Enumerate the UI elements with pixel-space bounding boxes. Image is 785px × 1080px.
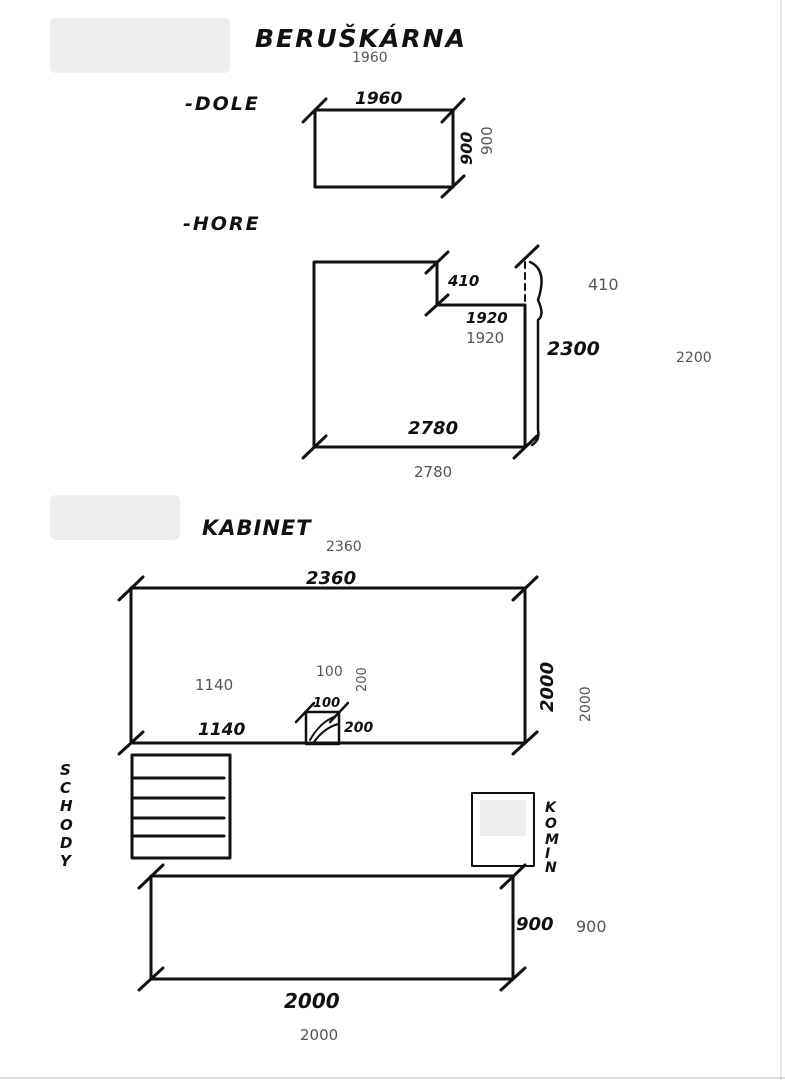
drawers-label-letter: Y (60, 852, 73, 870)
kabinet-bottom-height-label: 900 (516, 914, 554, 935)
stove-label-letter: M (545, 832, 559, 848)
drawer-unit (130, 753, 232, 860)
kabinet-label: KABINET (202, 516, 312, 540)
stove-label-letter: I (545, 846, 550, 862)
drawers-label-letter: H (60, 797, 73, 815)
drawers-label-letter: S (60, 761, 71, 779)
hore-notch-width-label: 1920 (466, 309, 508, 327)
kabinet-right-pencil: 2000 (578, 686, 594, 722)
scan-smudge-middle (50, 495, 180, 540)
kabinet-small-width-label: 100 (313, 696, 340, 711)
kabinet-bottom-rectangle (137, 863, 527, 992)
drawers-label-letter: O (60, 816, 73, 834)
hore-shape (301, 244, 543, 460)
hore-width-pencil: 2780 (414, 463, 452, 481)
dole-height-label: 900 (457, 132, 476, 165)
drawers-label-letter: C (60, 779, 71, 797)
dole-width-label: 1960 (355, 89, 402, 109)
kabinet-chimney-box (294, 701, 350, 746)
kabinet-left-segment-label: 1140 (198, 720, 245, 740)
stove-label-letter: K (545, 800, 557, 816)
kabinet-right-label: 2000 (537, 662, 558, 712)
hore-width-label: 2780 (408, 418, 458, 439)
hore-notch-width-pencil: 1920 (466, 329, 504, 347)
kabinet-small-height-label: 200 (344, 720, 373, 736)
drawers-label-letter: D (60, 834, 72, 852)
hore-notch-height-pencil: 410 (588, 275, 619, 294)
dole-label: -DOLE (185, 93, 260, 115)
kabinet-bottom-width-label: 2000 (284, 989, 340, 1013)
dole-height-pencil: 900 (478, 126, 496, 155)
stove-vertical-label: K O M I N (545, 800, 559, 876)
hore-height-label: 2300 (547, 338, 600, 360)
page-title: BERUŠKÁRNA (255, 23, 467, 53)
scan-smudge-top (50, 18, 230, 73)
stove-box (471, 792, 535, 867)
hore-label: -HORE (183, 213, 261, 235)
stove-label-letter: N (545, 860, 557, 876)
title-dimension: 1960 (352, 50, 388, 66)
kabinet-small-height-pencil: 200 (355, 667, 370, 692)
dole-rectangle (301, 97, 466, 199)
kabinet-left-segment-pencil: 1140 (195, 676, 233, 694)
kabinet-top-label: 2360 (306, 568, 356, 589)
drawers-vertical-label: S C H O D Y (60, 761, 73, 870)
kabinet-bottom-width-pencil: 2000 (300, 1026, 338, 1044)
kabinet-bottom-height-pencil: 900 (576, 917, 607, 936)
kabinet-top-pencil: 2360 (326, 539, 362, 555)
stove-label-letter: O (545, 816, 557, 832)
kabinet-small-width-pencil: 100 (316, 664, 343, 680)
hore-notch-height-label: 410 (447, 272, 479, 290)
hore-height-pencil: 2200 (676, 350, 712, 366)
